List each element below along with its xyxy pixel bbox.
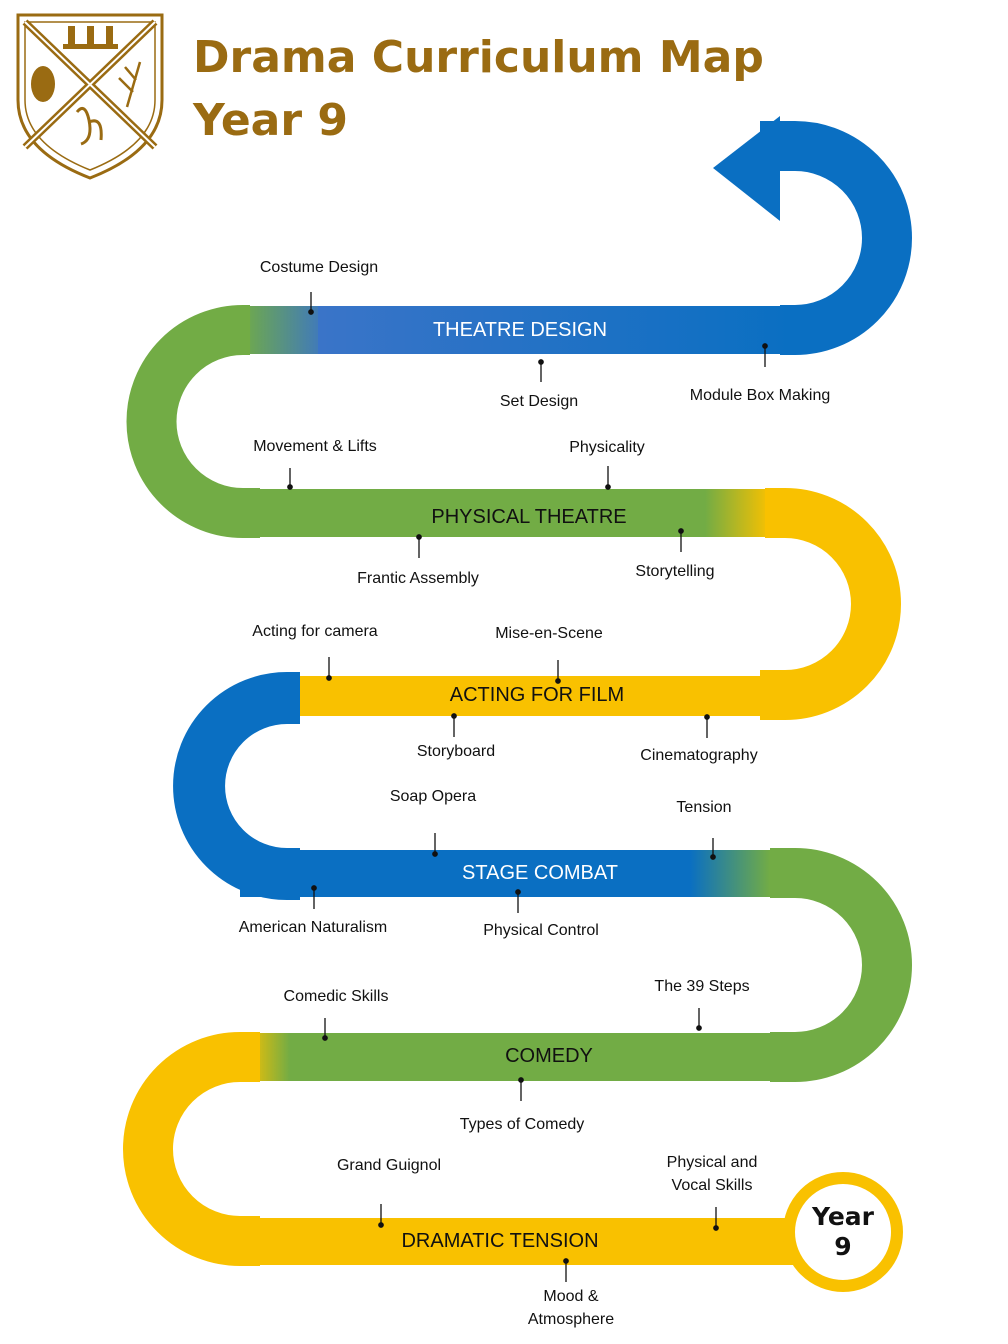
band-theatre-design	[240, 306, 320, 354]
topic-connector-dot	[322, 1035, 328, 1041]
topic-connector-dot	[678, 528, 684, 534]
topic-connector-dot	[704, 714, 710, 720]
band-theatre-design-main	[318, 306, 790, 354]
band-acting-for-film	[285, 676, 770, 716]
topic-label: Costume Design	[259, 259, 379, 276]
unit-label-comedy: COMEDY	[505, 1045, 593, 1067]
topic-label: Soap Opera	[389, 788, 477, 805]
topic-connector-dot	[518, 1077, 524, 1083]
return-curve	[760, 121, 912, 355]
topic-label: Mise-en-Scene	[495, 625, 603, 642]
page-title-line1: Drama Curriculum Map	[193, 32, 764, 83]
curve-right-2	[760, 488, 901, 720]
topic-connector-dot	[308, 309, 314, 315]
curve-left-5	[123, 1032, 260, 1266]
band-stage-combat	[240, 850, 700, 897]
year-badge-line1: Year	[812, 1202, 874, 1231]
topic-connector-dot	[311, 885, 317, 891]
topic-connector-dot	[555, 678, 561, 684]
topic-connector-dot	[326, 675, 332, 681]
topic-connector-dot	[605, 484, 611, 490]
topic-connector-dot	[378, 1222, 384, 1228]
topic-connector-dot	[538, 359, 544, 365]
topic-connector-dot	[563, 1258, 569, 1264]
topic-label: Frantic Assembly	[357, 570, 479, 587]
year-badge: Year 9	[783, 1172, 903, 1292]
year-badge-line2: 9	[834, 1232, 852, 1261]
unit-label-stage-combat: STAGE COMBAT	[462, 862, 618, 884]
topic-connector-dot	[432, 851, 438, 857]
school-crest-icon	[16, 13, 164, 180]
page-title-line2: Year 9	[193, 95, 348, 146]
topic-connector-dot	[416, 534, 422, 540]
topic-label: Comedic Skills	[283, 988, 389, 1005]
topic-label: Mood & Atmosphere	[527, 1288, 615, 1328]
topic-connectors	[287, 292, 768, 1282]
unit-label-dramatic-tension: DRAMATIC TENSION	[401, 1230, 599, 1252]
topic-connector-dot	[713, 1225, 719, 1231]
curve-left-3	[173, 672, 300, 900]
topic-label: Storytelling	[635, 563, 715, 580]
topic-connector-dot	[710, 854, 716, 860]
unit-label-theatre-design: THEATRE DESIGN	[432, 319, 608, 341]
topic-label: Types of Comedy	[459, 1116, 585, 1133]
arrow-head-icon	[713, 116, 780, 221]
band-physical-theatre	[240, 489, 710, 537]
topic-label: Tension	[676, 799, 732, 816]
topic-connector-dot	[696, 1025, 702, 1031]
topic-connector-dot	[451, 713, 457, 719]
topic-connector-dot	[762, 343, 768, 349]
topic-label: Grand Guignol	[336, 1157, 442, 1174]
curve-left-1	[126, 305, 260, 538]
topic-label: Movement & Lifts	[253, 438, 377, 455]
topic-label: Physicality	[569, 439, 645, 456]
band-comedy	[250, 1033, 785, 1081]
band-stage-combat-fade	[690, 850, 780, 897]
topic-label: Physical Control	[483, 922, 599, 939]
unit-label-physical-theatre: PHYSICAL THEATRE	[431, 506, 627, 528]
unit-label-acting-for-film: ACTING FOR FILM	[449, 684, 625, 706]
topic-connector-dot	[287, 484, 293, 490]
topic-label: Module Box Making	[689, 387, 831, 404]
topic-label: The 39 Steps	[654, 978, 750, 995]
topic-connector-dot	[515, 889, 521, 895]
topic-label: Physical and Vocal Skills	[666, 1154, 758, 1194]
topic-label: Set Design	[499, 393, 579, 410]
curve-right-4	[770, 848, 912, 1082]
topic-label: American Naturalism	[238, 919, 388, 936]
topic-label: Acting for camera	[252, 623, 378, 640]
topic-label: Cinematography	[640, 747, 758, 764]
topic-label: Storyboard	[416, 743, 496, 760]
